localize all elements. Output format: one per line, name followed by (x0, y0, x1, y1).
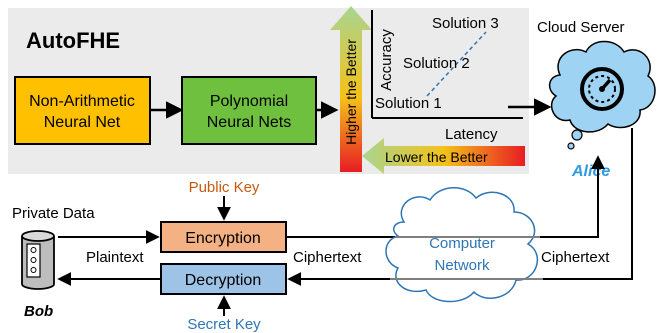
autofhe-title: AutoFHE (26, 28, 120, 53)
secret-key-label: Secret Key (187, 316, 261, 333)
higher-better-label: Higher the Better (343, 39, 359, 145)
network-line1: Computer (429, 235, 495, 252)
decryption-box: Decryption (160, 263, 287, 295)
encryption-label: Encryption (185, 230, 261, 247)
tradeoff-plot: Accuracy Latency Solution 3 Solution 2 S… (371, 10, 523, 143)
network-to-cloud-arrow (540, 155, 605, 238)
network-line2: Network (434, 257, 490, 274)
solution-2-label: Solution 2 (403, 55, 470, 72)
non-arithmetic-line2: Neural Net (44, 114, 121, 131)
lower-better-arrow: Lower the Better (362, 138, 525, 174)
lower-better-label: Lower the Better (385, 149, 488, 165)
solution-3-label: Solution 3 (432, 15, 499, 32)
solution-1-label: Solution 1 (375, 95, 442, 112)
non-arithmetic-box: Non-Arithmetic Neural Net (14, 76, 151, 145)
speedometer-icon (580, 67, 624, 111)
polynomial-line2: Neural Nets (207, 114, 291, 131)
y-axis-label: Accuracy (378, 29, 395, 91)
higher-better-arrow: Higher the Better (330, 6, 372, 172)
private-data-label: Private Data (12, 205, 95, 222)
non-arithmetic-line1: Non-Arithmetic (29, 93, 135, 110)
encryption-box: Encryption (160, 221, 287, 253)
pareto-curve (426, 31, 487, 97)
database-icon (21, 230, 55, 290)
polynomial-box: Polynomial Neural Nets (181, 76, 317, 145)
polynomial-line1: Polynomial (210, 93, 288, 110)
cloud-icon (548, 40, 656, 150)
plaintext-label: Plaintext (86, 249, 144, 266)
ciphertext-right-label: Ciphertext (541, 249, 610, 266)
decryption-label: Decryption (185, 272, 261, 289)
network-cloud-icon (385, 187, 539, 303)
public-key-label: Public Key (189, 179, 260, 196)
cloud-server-label: Cloud Server (537, 19, 625, 36)
ciphertext-left-label: Ciphertext (293, 249, 362, 266)
x-axis-label: Latency (445, 126, 498, 143)
alice-label: Alice (571, 163, 610, 180)
bob-label: Bob (24, 303, 53, 320)
cloud-to-network-line (543, 128, 633, 280)
